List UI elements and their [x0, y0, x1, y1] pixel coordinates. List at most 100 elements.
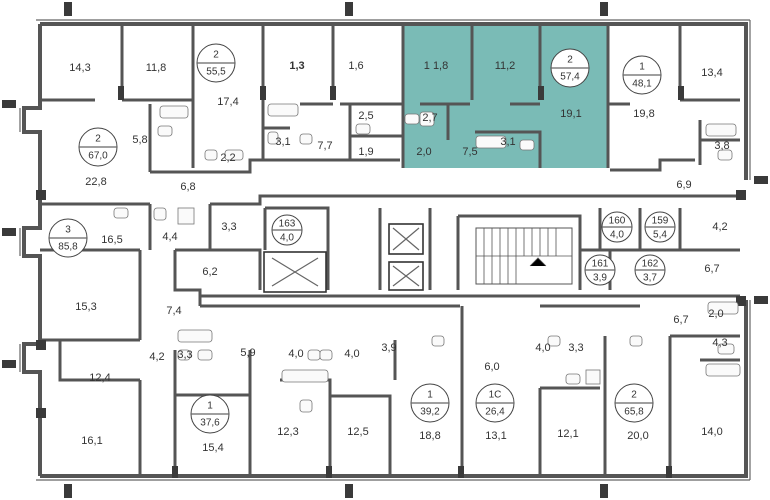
sink-icon — [404, 113, 420, 125]
sink-icon — [431, 335, 445, 347]
unit-area: 48,1 — [632, 79, 652, 90]
unit-area: 3,7 — [643, 273, 657, 284]
bathtub-icon — [281, 369, 329, 383]
room-area: 2,2 — [220, 152, 235, 164]
sink-icon — [157, 125, 173, 137]
room-area: 2,0 — [708, 308, 723, 320]
unit-number: 1 — [207, 401, 213, 412]
unit-area: 85,8 — [58, 242, 78, 253]
room-area: 7,4 — [166, 305, 181, 317]
room-area: 5,9 — [240, 347, 255, 359]
bathtub-icon — [475, 135, 507, 149]
toilet-icon — [267, 131, 279, 145]
unit-number: 161 — [592, 259, 609, 270]
bathtub-icon — [705, 123, 737, 137]
room-area: 11,2 — [495, 60, 516, 72]
room-area: 6,2 — [202, 266, 217, 278]
unit-labels: 2 55,5 2 57,4 1 48,1 2 67,0 3 85,8 163 4… — [58, 50, 669, 429]
room-area: 5,8 — [132, 134, 147, 146]
sink-icon — [299, 133, 313, 145]
bathtub-icon — [159, 105, 189, 119]
room-area: 4,0 — [344, 348, 359, 360]
toilet-icon — [177, 349, 191, 361]
room-area: 3,3 — [568, 342, 583, 354]
unit-number: 2 — [95, 134, 101, 145]
room-area: 16,5 — [101, 234, 122, 246]
room-area: 4,3 — [712, 337, 727, 349]
middle-partitions — [138, 204, 740, 340]
room-area: 18,8 — [419, 430, 440, 442]
core — [263, 223, 573, 293]
toilet-icon — [299, 399, 313, 413]
sink-icon — [519, 139, 535, 151]
unit-number: 1 — [639, 62, 645, 73]
sink-icon — [629, 335, 643, 347]
room-area: 7,5 — [462, 146, 477, 158]
room-area: 6,7 — [673, 314, 688, 326]
room-area: 6,7 — [704, 263, 719, 275]
room-area: 3,1 — [500, 136, 515, 148]
unit-area: 4,0 — [610, 230, 624, 241]
toilet-icon — [717, 149, 733, 161]
room-area: 13,4 — [701, 67, 722, 79]
room-area: 2,5 — [358, 110, 373, 122]
room-area: 1 1,8 — [424, 60, 448, 72]
room-labels: 14,3 11,8 17,4 1,3 1,6 1 1,8 11,2 19,1 1… — [69, 60, 729, 454]
room-area: 14,3 — [69, 62, 90, 74]
unit-area: 37,6 — [200, 418, 220, 429]
shower-icon — [177, 207, 195, 225]
bathtub-icon — [707, 301, 739, 315]
room-area: 15,4 — [202, 442, 223, 454]
unit-area: 55,5 — [206, 67, 226, 78]
room-area: 11,8 — [146, 62, 167, 74]
unit-number: 160 — [609, 216, 626, 227]
room-area: 15,3 — [75, 301, 96, 313]
room-area: 14,0 — [701, 426, 722, 438]
bathtub-icon — [177, 329, 213, 343]
toilet-icon — [419, 111, 435, 127]
room-area: 19,8 — [633, 108, 654, 120]
room-area: 4,2 — [712, 221, 727, 233]
room-area: 12,5 — [347, 426, 368, 438]
room-area: 2,0 — [416, 146, 431, 158]
room-area: 12,4 — [89, 372, 110, 384]
room-area: 16,1 — [81, 435, 102, 447]
unit-area: 65,8 — [624, 407, 644, 418]
bathtub-icon — [705, 363, 741, 377]
sink-icon — [307, 349, 321, 361]
unit-number: 1С — [489, 390, 502, 401]
sink-icon — [547, 335, 561, 347]
unit-number: 162 — [642, 259, 659, 270]
unit-area: 4,0 — [280, 233, 294, 244]
room-area: 4,2 — [149, 351, 164, 363]
stairs-icon — [475, 227, 573, 285]
unit-number: 2 — [567, 55, 573, 66]
room-area: 3,3 — [221, 221, 236, 233]
sink-icon — [565, 373, 581, 385]
room-area: 4,0 — [288, 348, 303, 360]
sink-icon — [113, 207, 129, 219]
unit-area: 3,9 — [593, 273, 607, 284]
unit-area: 67,0 — [88, 151, 108, 162]
sink-icon — [224, 149, 244, 161]
room-area: 6,8 — [180, 181, 195, 193]
fixtures — [113, 103, 741, 413]
outer-walls — [19, 19, 751, 481]
sink-icon — [197, 349, 213, 361]
room-area: 13,1 — [485, 430, 506, 442]
bottom-partitions — [58, 306, 740, 476]
room-area: 3,3 — [177, 349, 192, 361]
toilet-icon — [717, 343, 735, 355]
unit-number: 2 — [631, 390, 637, 401]
room-area: 20,0 — [627, 430, 648, 442]
toilet-icon — [204, 149, 218, 161]
room-area: 3,1 — [275, 136, 290, 148]
top-partitions — [40, 24, 740, 172]
bathtub-icon — [267, 103, 299, 117]
shower-icon — [585, 369, 601, 385]
unit-markers — [48, 43, 676, 434]
room-area: 2,7 — [422, 112, 437, 124]
room-area: 12,3 — [277, 426, 298, 438]
